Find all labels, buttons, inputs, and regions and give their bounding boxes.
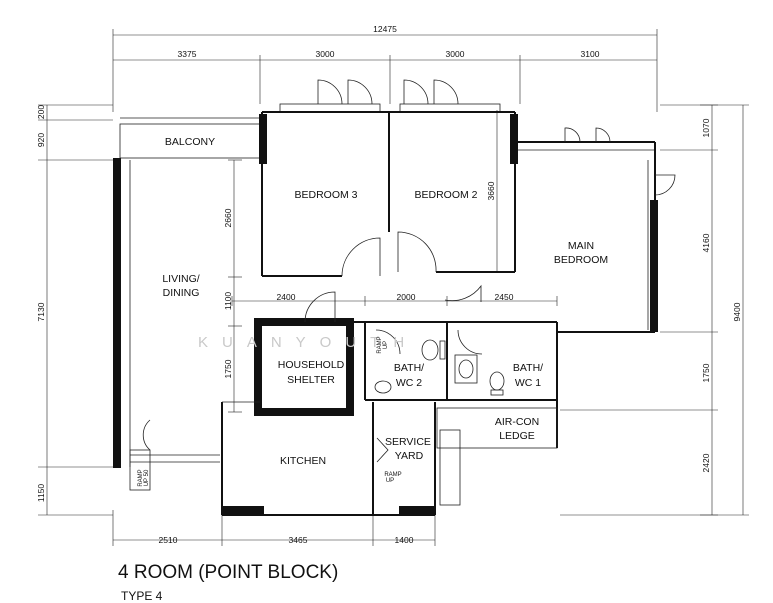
dimension-lines (38, 29, 749, 546)
dim-top-4: 3100 (581, 49, 600, 59)
dim-left-1150: 1150 (36, 484, 46, 503)
ramp-yard-a: RAMP (384, 472, 401, 478)
dim-bedroom-depth: 3660 (486, 181, 496, 200)
plan-title: 4 ROOM (POINT BLOCK) (118, 562, 339, 583)
ramp-bath2-a: RAMP (377, 336, 383, 353)
dim-inner-1100: 1100 (223, 292, 233, 311)
label-kitchen: KITCHEN (280, 455, 326, 467)
label-shelter-1: HOUSEHOLD (278, 359, 345, 371)
dim-right-4160: 4160 (701, 233, 711, 252)
ramp-bath2-b: UP (383, 341, 389, 349)
walls (113, 103, 658, 516)
label-living-2: DINING (163, 287, 200, 299)
ramp-labels: RAMP UP RAMP UP RAMP UP 50 (138, 336, 402, 486)
dim-bottom-1: 2510 (159, 535, 178, 545)
label-aircon-2: LEDGE (499, 430, 535, 442)
door-swings (142, 79, 676, 463)
label-aircon-1: AIR-CON (495, 416, 539, 428)
label-balcony: BALCONY (165, 136, 215, 148)
label-bedroom-2: BEDROOM 2 (414, 189, 477, 201)
dim-overall-width: 12475 (373, 24, 397, 34)
dim-top-3: 3000 (446, 49, 465, 59)
label-shelter-2: SHELTER (287, 374, 335, 386)
dim-mid-1: 2400 (277, 292, 296, 302)
dim-mid-3: 2450 (495, 292, 514, 302)
dim-inner-2660: 2660 (223, 208, 233, 227)
dim-right-1750: 1750 (701, 363, 711, 382)
label-service-2: YARD (395, 450, 424, 462)
dim-inner-1750: 1750 (223, 359, 233, 378)
dim-bottom-2: 3465 (289, 535, 308, 545)
label-bath1-1: BATH/ (513, 362, 543, 374)
dim-top-1: 3375 (178, 49, 197, 59)
dim-left-7130: 7130 (36, 302, 46, 321)
ramp-entry-a: RAMP (138, 469, 144, 486)
dim-bottom-3: 1400 (395, 535, 414, 545)
label-bedroom-3: BEDROOM 3 (294, 189, 357, 201)
dim-overall-depth: 9400 (732, 302, 742, 321)
dim-mid-2: 2000 (397, 292, 416, 302)
ramp-yard-b: UP (386, 478, 394, 484)
plan-subtitle: TYPE 4 (121, 589, 163, 603)
dim-left-200: 200 (36, 105, 46, 119)
label-master-1: MAIN (568, 240, 594, 252)
dim-right-2420: 2420 (701, 453, 711, 472)
label-living-1: LIVING/ (162, 273, 199, 285)
label-bath2-1: BATH/ (394, 362, 424, 374)
dim-top-2: 3000 (316, 49, 335, 59)
label-bath2-2: WC 2 (396, 377, 422, 389)
bathroom-fixtures (374, 339, 505, 396)
dim-left-920: 920 (36, 133, 46, 147)
dim-right-1070: 1070 (701, 118, 711, 137)
ramp-entry-b: UP 50 (144, 469, 150, 486)
label-service-1: SERVICE (385, 436, 431, 448)
label-bath1-2: WC 1 (515, 377, 541, 389)
label-master-2: BEDROOM (554, 254, 608, 266)
watermark: KUANYOUTH (198, 334, 418, 351)
room-labels: BALCONY BEDROOM 3 BEDROOM 2 MAIN BEDROOM… (162, 136, 608, 467)
dimension-labels: 12475 3375 3000 3000 3100 2510 3465 1400… (36, 24, 742, 545)
